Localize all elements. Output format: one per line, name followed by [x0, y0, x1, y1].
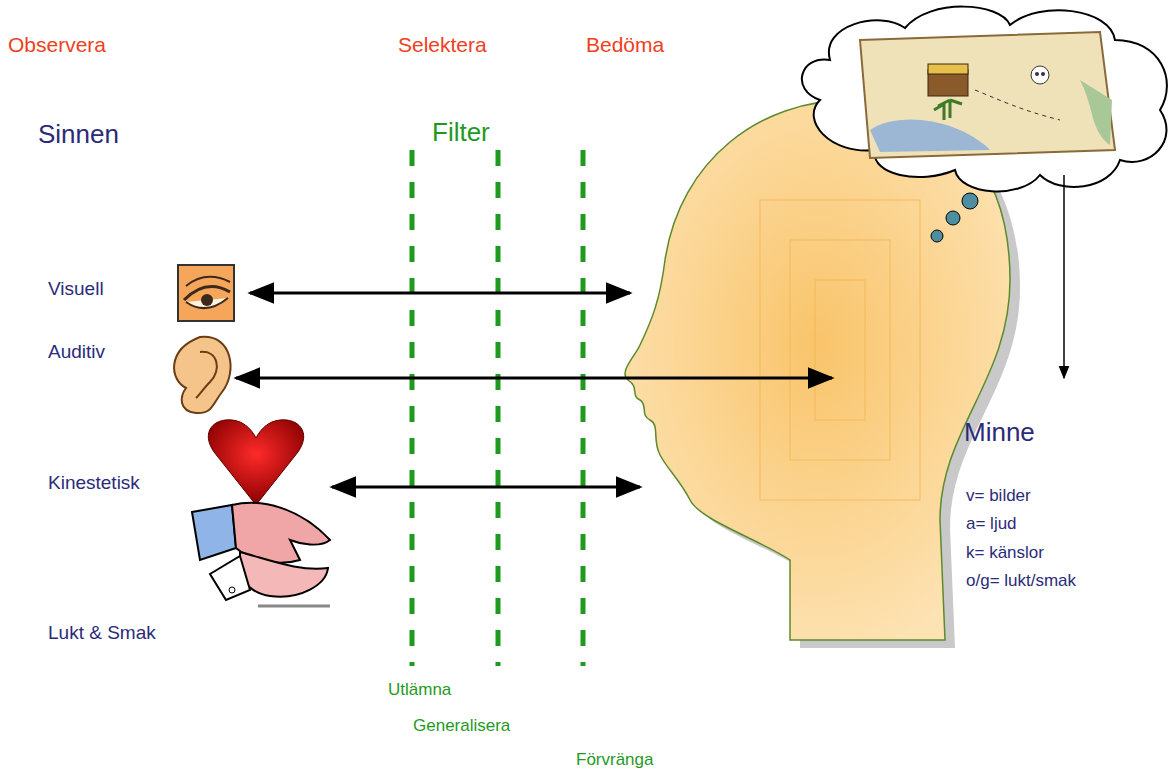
filter-line: [410, 150, 415, 666]
stage-heading: Bedöma: [586, 33, 664, 57]
sense-arrows: [236, 293, 832, 487]
thought-bubble: [802, 7, 1167, 242]
hands-icon: [192, 503, 330, 606]
sense-label: Auditiv: [48, 341, 105, 363]
sense-label: Kinestetisk: [48, 472, 140, 494]
eye-icon: [178, 265, 234, 321]
filter-line: [496, 150, 501, 666]
group-heading: Filter: [432, 118, 490, 148]
memory-item: a= ljud: [966, 514, 1017, 534]
group-heading: Sinnen: [38, 120, 119, 150]
memory-item: v= bilder: [966, 486, 1031, 506]
filter-label: Förvränga: [576, 750, 653, 770]
visual-arrow: [250, 292, 630, 295]
kinesthetic-arrow: [332, 486, 640, 489]
filter-lines: [412, 150, 583, 666]
stage-heading: Observera: [8, 33, 106, 57]
sense-label: Lukt & Smak: [48, 622, 156, 644]
filter-label: Utlämna: [388, 680, 451, 700]
filter-line: [581, 150, 586, 666]
treasure-map: [860, 32, 1115, 158]
auditory-arrow: [236, 377, 832, 380]
sense-label: Visuell: [48, 278, 104, 300]
memory-arrow: [1063, 175, 1065, 378]
head: [625, 100, 1020, 648]
memory-heading: Minne: [964, 418, 1035, 448]
ear-icon: [174, 337, 230, 413]
memory-item: o/g= lukt/smak: [966, 571, 1076, 591]
stage-heading: Selektera: [398, 33, 487, 57]
memory-item: k= känslor: [966, 543, 1044, 563]
filter-label: Generalisera: [413, 716, 510, 736]
heart-icon: [208, 420, 303, 505]
